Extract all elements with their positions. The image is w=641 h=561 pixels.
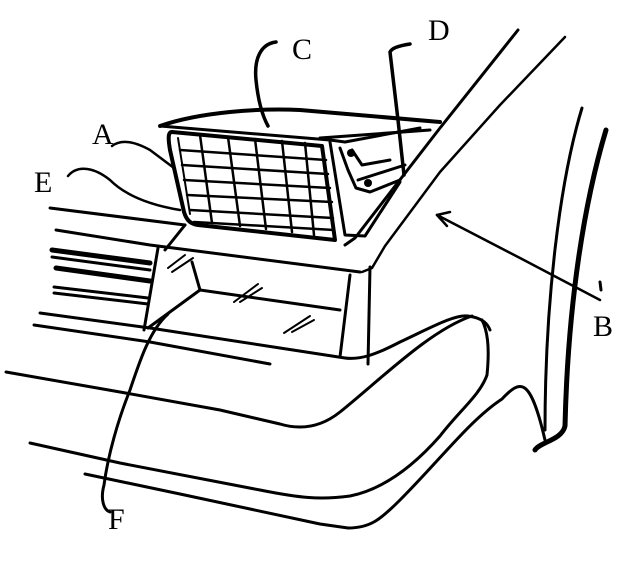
fender-edge-lines	[343, 28, 567, 274]
leader-lines	[66, 40, 603, 514]
headlamp-housing	[158, 107, 442, 238]
label-b: B	[593, 310, 614, 343]
body-panel-lines	[48, 206, 362, 274]
label-d: D	[428, 14, 450, 47]
bumper-lines	[4, 265, 547, 530]
wheel-arch-lines	[532, 106, 609, 453]
grille-slats	[49, 247, 153, 306]
headlamp-lens	[166, 130, 337, 242]
label-a: A	[92, 118, 114, 151]
fog-lamp-opening	[142, 246, 352, 359]
label-c: C	[292, 33, 313, 66]
adjuster-mechanism	[338, 146, 407, 194]
label-e: E	[34, 166, 53, 199]
label-f: F	[108, 503, 125, 536]
